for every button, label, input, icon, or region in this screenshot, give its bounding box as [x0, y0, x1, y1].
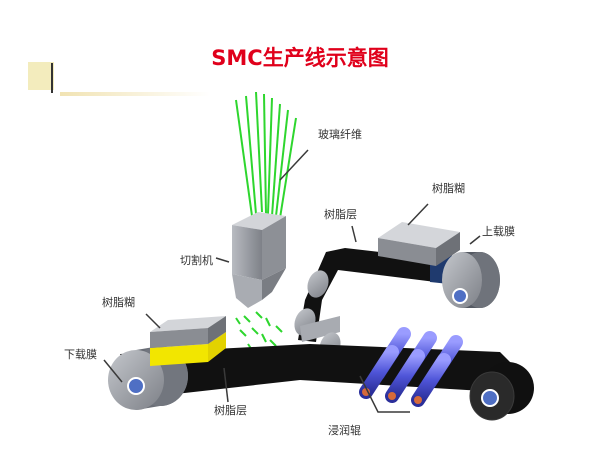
blue-roller [359, 345, 399, 399]
upper-film-roller [442, 252, 500, 308]
chopped-fiber [275, 325, 283, 333]
resin-paste-box-top [378, 222, 460, 266]
glass-fiber-strands [235, 91, 297, 219]
glass-fiber-strand [245, 95, 257, 215]
label-lower-film: 下载膜 [64, 348, 97, 361]
blue-roller [385, 349, 425, 403]
chopped-fiber [265, 317, 271, 327]
label-resin-layer-top: 树脂层 [324, 207, 357, 221]
chopped-fiber [243, 315, 251, 323]
label-resin-paste-left: 树脂糊 [102, 295, 135, 309]
roller-end-cap [388, 392, 396, 400]
glass-fiber-strand [267, 97, 273, 215]
chopped-fiber [255, 311, 263, 319]
glass-fiber-strand [279, 117, 297, 219]
chopped-fiber [269, 339, 277, 347]
decorative-bar [60, 92, 210, 96]
chopped-fiber [251, 327, 259, 335]
page-title: SMC生产线示意图 [211, 46, 389, 70]
decorative-square [28, 62, 54, 90]
glass-fiber-strand [275, 109, 289, 217]
glass-fiber-strand [235, 99, 253, 217]
decorative-line [51, 63, 53, 93]
roller-end-cap [414, 396, 422, 404]
drive-roller [469, 362, 534, 421]
glass-fiber-strand [271, 103, 281, 217]
glass-fiber-strand [255, 91, 263, 213]
chopped-fiber [261, 333, 267, 343]
blue-roller [411, 353, 451, 407]
label-impregnation-rollers: 浸润辊 [328, 423, 361, 437]
label-resin-layer-bottom: 树脂层 [214, 403, 247, 417]
label-upper-film: 上载膜 [482, 225, 515, 238]
cutter-machine [232, 212, 286, 308]
roller-end-cap [362, 388, 370, 396]
leader-lines [103, 149, 481, 413]
glass-fiber-strand [263, 93, 267, 215]
label-resin-paste-top: 树脂糊 [432, 181, 465, 195]
chopped-fiber [239, 329, 247, 337]
resin-paste-box-left [150, 316, 226, 366]
impregnation-rollers [359, 327, 463, 407]
label-cutter: 切割机 [180, 253, 213, 267]
label-glass-fiber: 玻璃纤维 [318, 127, 362, 141]
chopped-fiber [235, 317, 241, 325]
